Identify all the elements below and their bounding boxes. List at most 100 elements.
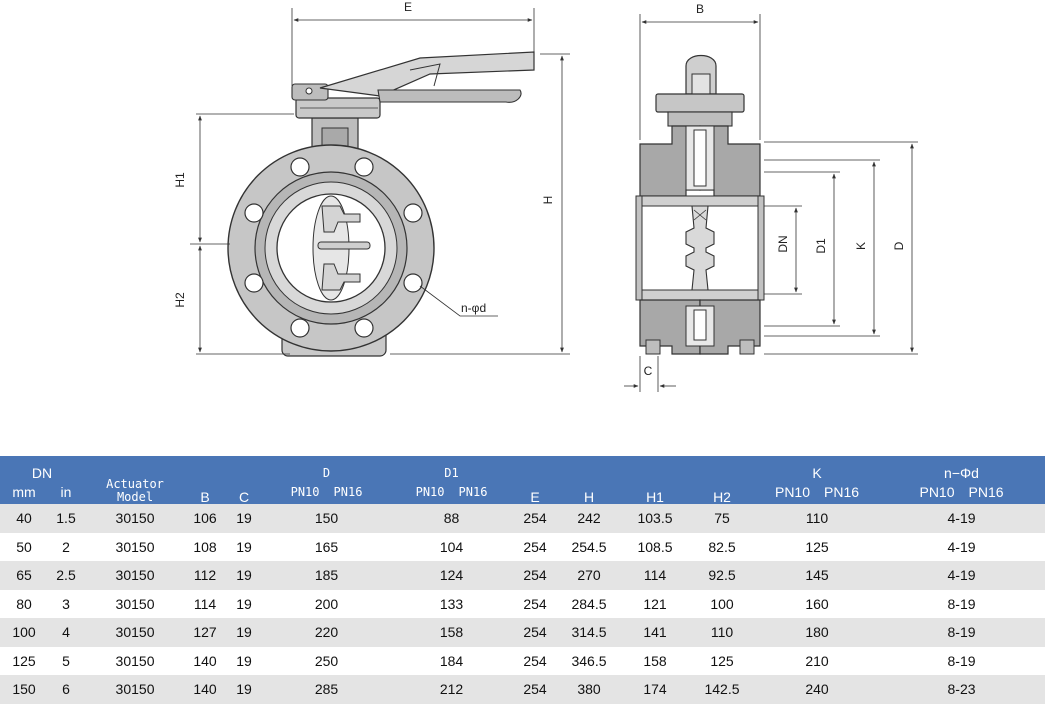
cell-b: 140: [186, 646, 225, 675]
cell-k: 210: [756, 646, 879, 675]
cell-k: 180: [756, 618, 879, 647]
cell-b: 106: [186, 504, 225, 533]
cell-h: 242: [556, 504, 623, 533]
header-in: in: [48, 480, 85, 504]
dim-label-h: H: [541, 196, 555, 205]
cell-d1: 124: [389, 561, 515, 590]
cell-in: 1.5: [48, 504, 85, 533]
table-row: 65 2.5 30150 112 19 185 124 254 270 114 …: [0, 561, 1045, 590]
header-h: H: [556, 456, 623, 504]
cell-c: 19: [224, 618, 265, 647]
bolt-hole: [403, 273, 423, 293]
cell-d: 165: [264, 532, 390, 561]
dim-label-d: D: [892, 241, 906, 250]
cell-b: 127: [186, 618, 225, 647]
table-row: 100 4 30150 127 19 220 158 254 314.5 141…: [0, 618, 1045, 647]
cell-d: 250: [264, 646, 390, 675]
cell-nd: 4-19: [878, 561, 1045, 590]
cell-h2: 100: [688, 589, 757, 618]
bolt-hole: [403, 203, 423, 223]
cell-nd: 8-23: [878, 675, 1045, 704]
dim-label-h1: H1: [173, 172, 187, 188]
cell-c: 19: [224, 561, 265, 590]
side-dimensions: [624, 14, 918, 392]
cell-h1: 121: [622, 589, 689, 618]
cell-mm: 150: [0, 675, 48, 704]
header-h1: H1: [622, 456, 689, 504]
cell-d1: 104: [389, 532, 515, 561]
cell-in: 3: [48, 589, 85, 618]
bolt-hole: [244, 273, 264, 293]
cell-nd: 8-19: [878, 618, 1045, 647]
cell-mm: 80: [0, 589, 48, 618]
cell-in: 5: [48, 646, 85, 675]
header-k: K: [756, 456, 879, 480]
cell-model: 30150: [84, 675, 187, 704]
header-d: D: [264, 456, 390, 480]
header-c: C: [224, 456, 265, 504]
cell-h1: 174: [622, 675, 689, 704]
cell-mm: 65: [0, 561, 48, 590]
dim-label-k: K: [854, 242, 868, 250]
cell-k: 145: [756, 561, 879, 590]
cell-nd: 8-19: [878, 646, 1045, 675]
cell-mm: 50: [0, 532, 48, 561]
cell-d: 220: [264, 618, 390, 647]
cell-h2: 125: [688, 646, 757, 675]
table-row: 80 3 30150 114 19 200 133 254 284.5 121 …: [0, 589, 1045, 618]
header-d1: D1: [389, 456, 515, 480]
cell-h1: 158: [622, 646, 689, 675]
cell-in: 4: [48, 618, 85, 647]
cell-h1: 141: [622, 618, 689, 647]
cell-d1: 133: [389, 589, 515, 618]
front-dimensions: [190, 8, 570, 355]
cell-k: 160: [756, 589, 879, 618]
cell-in: 2: [48, 532, 85, 561]
cell-d: 285: [264, 675, 390, 704]
header-h2: H2: [688, 456, 757, 504]
cell-e: 254: [514, 504, 557, 533]
cell-h: 254.5: [556, 532, 623, 561]
cell-in: 2.5: [48, 561, 85, 590]
cell-mm: 40: [0, 504, 48, 533]
cell-h2: 110: [688, 618, 757, 647]
header-e: E: [514, 456, 557, 504]
cell-nd: 4-19: [878, 532, 1045, 561]
cell-d: 200: [264, 589, 390, 618]
header-dn: DN: [0, 456, 85, 480]
cell-model: 30150: [84, 504, 187, 533]
cell-e: 254: [514, 675, 557, 704]
cell-d1: 212: [389, 675, 515, 704]
dim-label-dn: DN: [776, 235, 790, 252]
cell-model: 30150: [84, 532, 187, 561]
cell-h: 346.5: [556, 646, 623, 675]
cell-e: 254: [514, 532, 557, 561]
cell-h: 284.5: [556, 589, 623, 618]
cell-d: 185: [264, 561, 390, 590]
cell-k: 110: [756, 504, 879, 533]
cell-b: 108: [186, 532, 225, 561]
bolt-hole: [354, 318, 374, 338]
cell-c: 19: [224, 532, 265, 561]
cell-model: 30150: [84, 618, 187, 647]
dim-label-c: C: [644, 364, 653, 378]
dim-label-h2: H2: [173, 292, 187, 308]
cell-d1: 184: [389, 646, 515, 675]
side-section-view: [635, 54, 765, 355]
cell-e: 254: [514, 561, 557, 590]
table-row: 50 2 30150 108 19 165 104 254 254.5 108.…: [0, 532, 1045, 561]
cell-b: 140: [186, 675, 225, 704]
bolt-hole: [244, 203, 264, 223]
bolt-hole: [290, 157, 310, 177]
header-nd: n−Φd: [878, 456, 1045, 480]
cell-mm: 125: [0, 646, 48, 675]
cell-nd: 8-19: [878, 589, 1045, 618]
cell-h2: 92.5: [688, 561, 757, 590]
cell-b: 114: [186, 589, 225, 618]
cell-h: 314.5: [556, 618, 623, 647]
bolt-hole: [354, 157, 374, 177]
